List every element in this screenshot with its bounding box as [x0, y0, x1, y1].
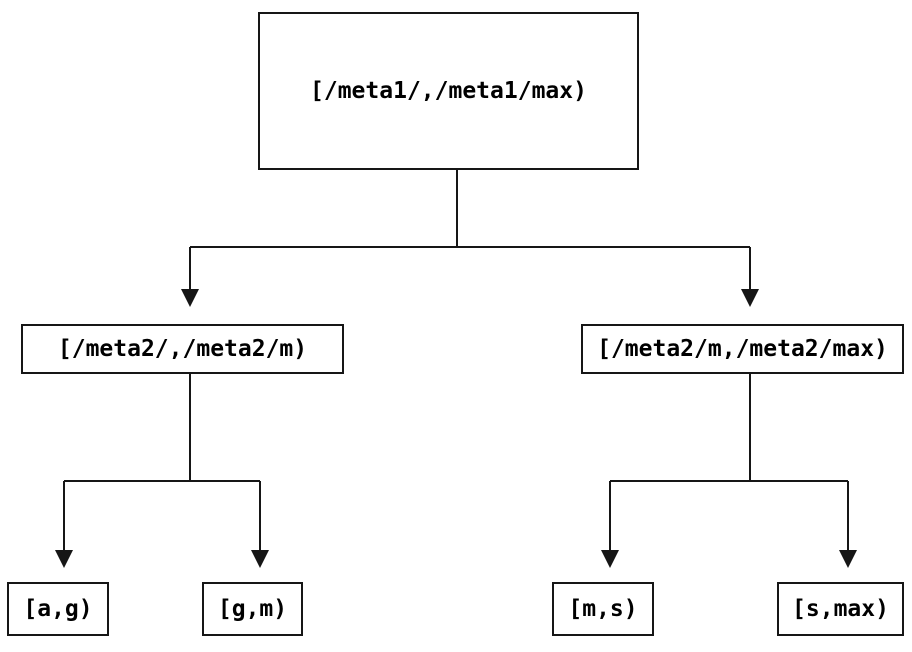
edge-meta2-high-to-children: [609, 373, 849, 551]
edge-root-to-children: [189, 169, 751, 291]
ticks-edge-right: [610, 373, 848, 551]
node-leaf-smax: [s,max): [792, 595, 889, 622]
arrowheads: [55, 289, 857, 568]
node-meta2-low: [/meta2/,/meta2/m): [57, 335, 308, 362]
edge-lines: [63, 169, 849, 551]
node-root-border: [258, 12, 639, 170]
arrowhead-to-meta2-high-icon: [741, 289, 759, 307]
node-leaf-gm: [g,m): [217, 595, 288, 622]
arrowhead-to-leaf-ms-icon: [601, 550, 619, 568]
node-leaf-smax-border: [777, 582, 904, 636]
node-leaf-ms: [m,s): [568, 595, 638, 622]
node-leaf-ag: [a,g): [23, 595, 93, 622]
edge-meta2-low-to-children: [63, 373, 261, 551]
node-root: [/meta1/,/meta1/max): [310, 77, 587, 104]
node-leaf-ms-border: [552, 582, 654, 636]
ticks-edge-root: [190, 169, 750, 291]
ticks-edge-left: [64, 373, 260, 551]
arrowhead-to-meta2-low-icon: [181, 289, 199, 307]
arrowhead-to-leaf-smax-icon: [839, 550, 857, 568]
node-meta2-high: [/meta2/m,/meta2/max): [597, 335, 888, 362]
arrowhead-to-leaf-ag-icon: [55, 550, 73, 568]
node-leaf-ag-border: [7, 582, 109, 636]
arrowhead-to-leaf-gm-icon: [251, 550, 269, 568]
